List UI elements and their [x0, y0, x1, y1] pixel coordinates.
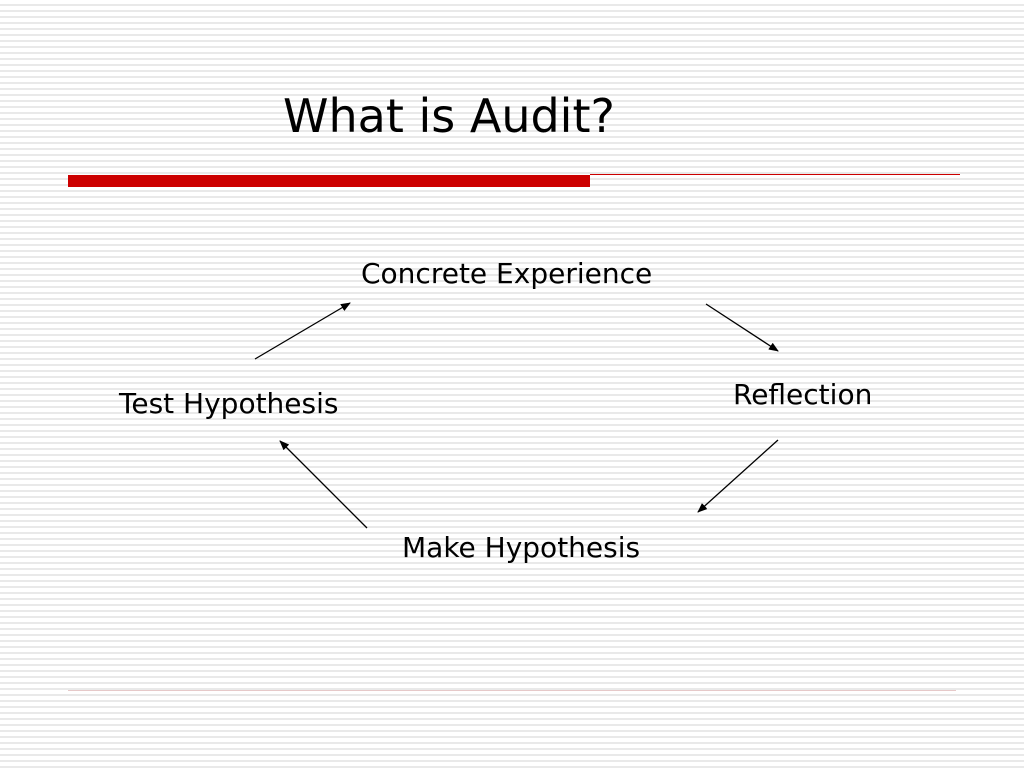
arrow-concrete-to-reflection — [705, 303, 779, 352]
node-concrete-experience: Concrete Experience — [361, 257, 653, 290]
arrow-make-to-test — [279, 440, 368, 529]
arrow-reflection-to-make — [697, 439, 779, 513]
arrow-test-to-concrete — [254, 302, 351, 360]
title-underline-bar — [68, 175, 590, 187]
node-make-hypothesis: Make Hypothesis — [402, 531, 641, 564]
node-reflection: Reflection — [733, 378, 873, 411]
node-test-hypothesis: Test Hypothesis — [119, 387, 339, 420]
slide-title: What is Audit? — [283, 89, 615, 143]
title-underline-rule — [590, 174, 960, 175]
footer-rule — [68, 690, 956, 691]
